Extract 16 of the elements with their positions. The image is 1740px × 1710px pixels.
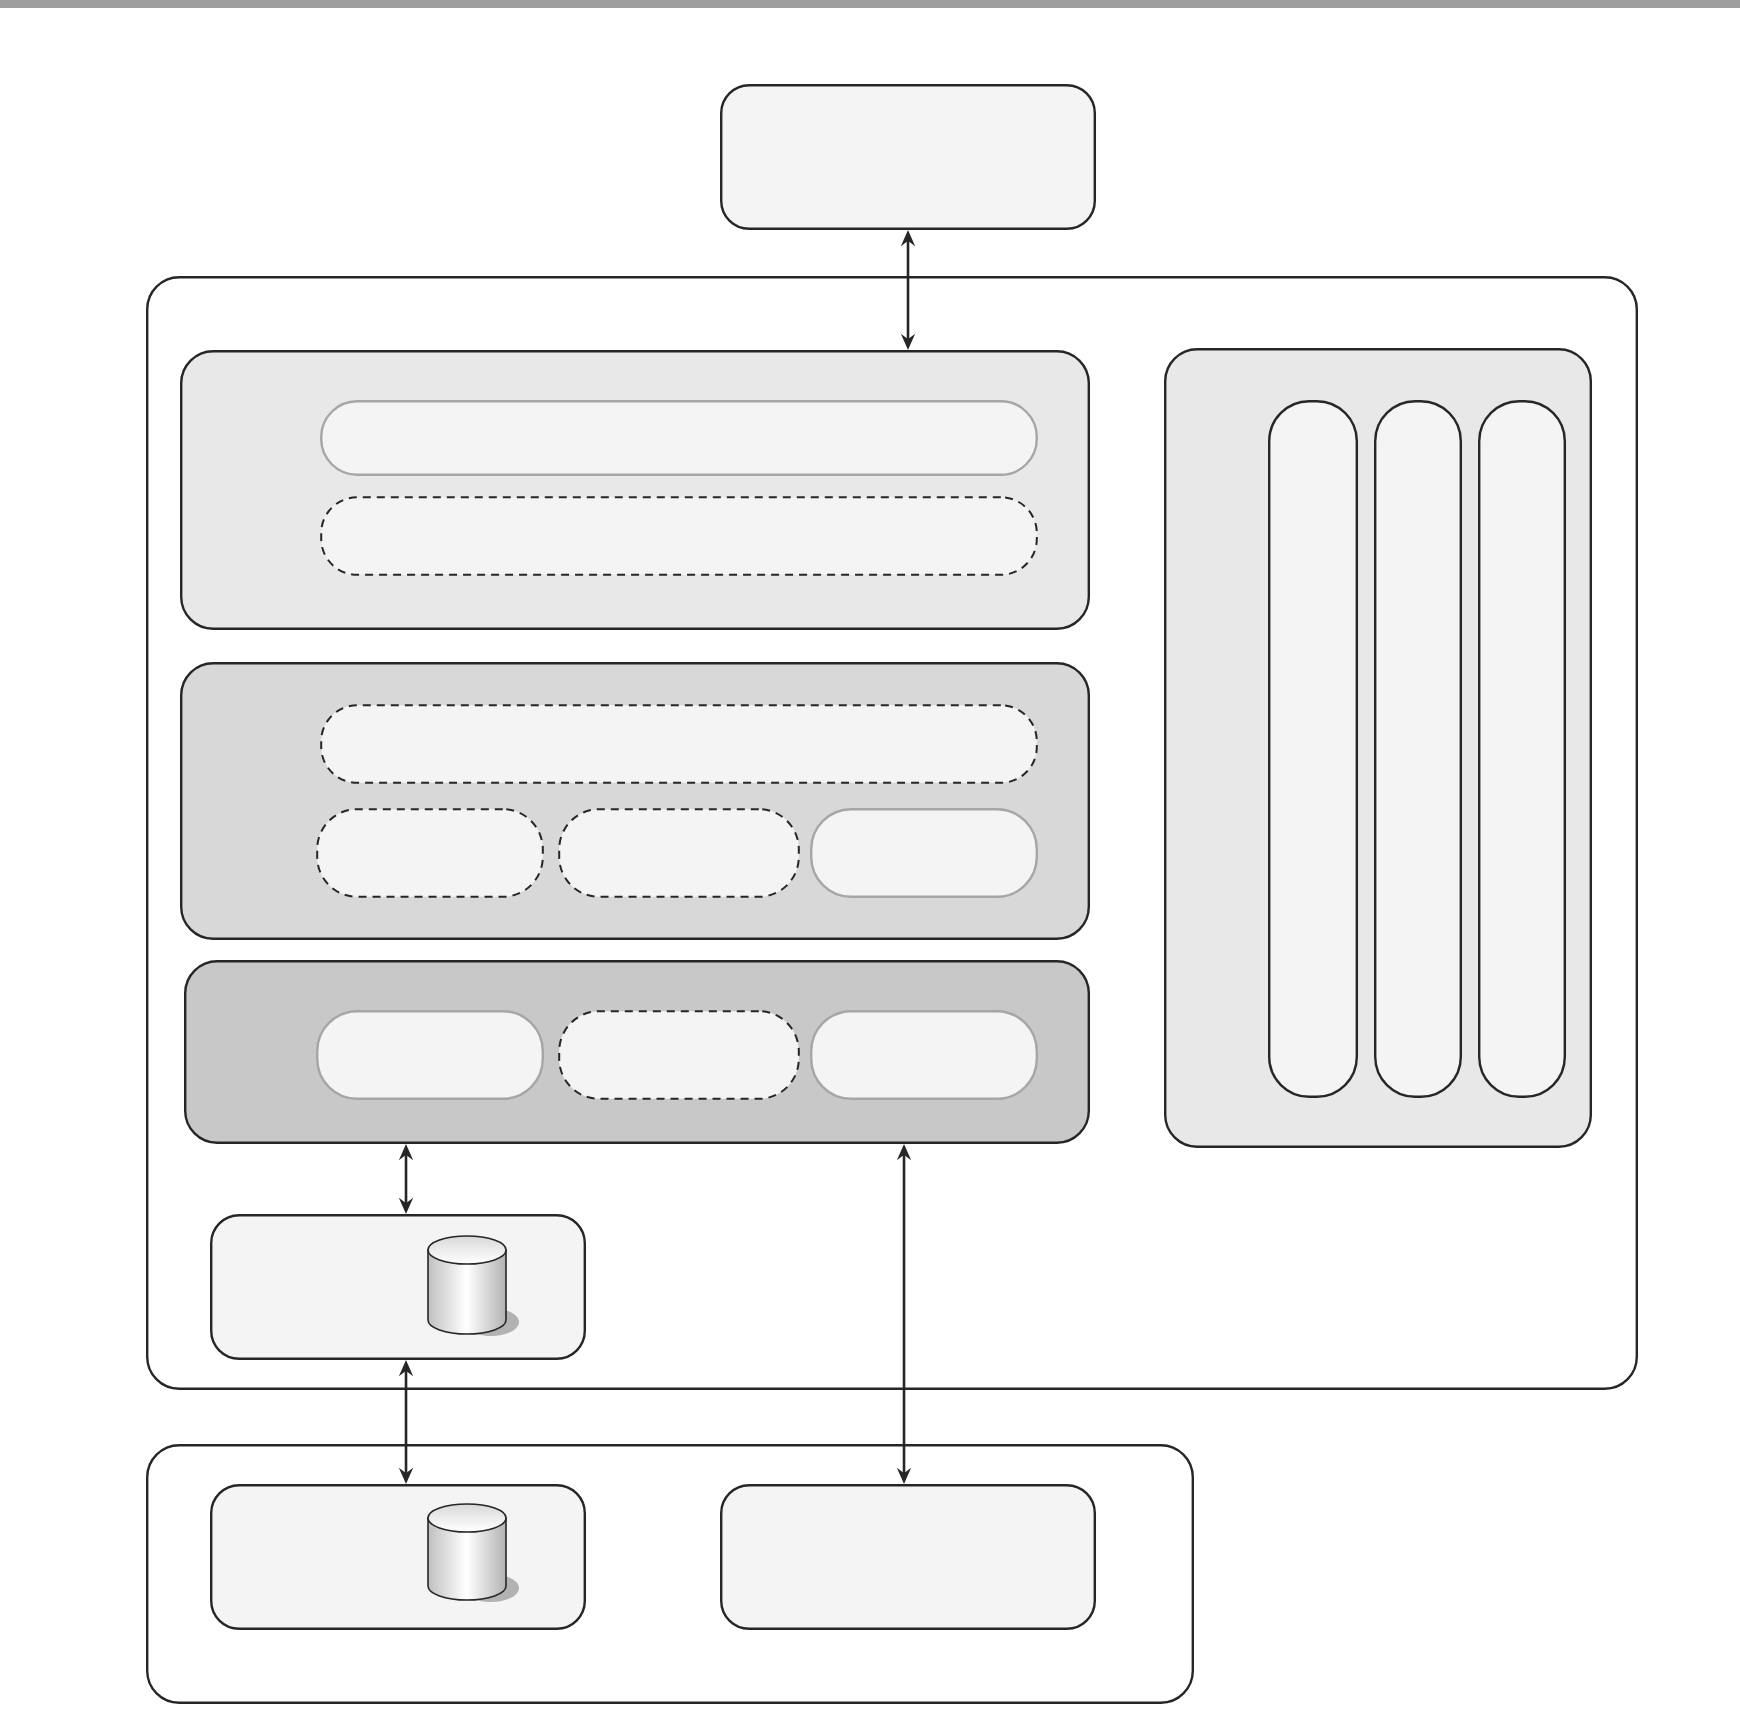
- pill-box: [320, 496, 1038, 576]
- pill-box: [316, 1010, 544, 1100]
- pill-box: [320, 704, 1038, 784]
- rounded-box: [720, 1484, 1096, 1630]
- column-box: [1268, 400, 1358, 1098]
- pill-box: [320, 400, 1038, 476]
- pill-box: [810, 808, 1038, 898]
- database-cylinder: [427, 1235, 519, 1336]
- column-box: [1374, 400, 1462, 1098]
- pill-box: [316, 808, 544, 898]
- pill-box: [558, 808, 800, 898]
- database-cylinder: [427, 1503, 519, 1602]
- pill-box: [810, 1010, 1038, 1100]
- column-box: [1478, 400, 1566, 1098]
- rounded-box: [720, 84, 1096, 230]
- pill-box: [558, 1010, 800, 1100]
